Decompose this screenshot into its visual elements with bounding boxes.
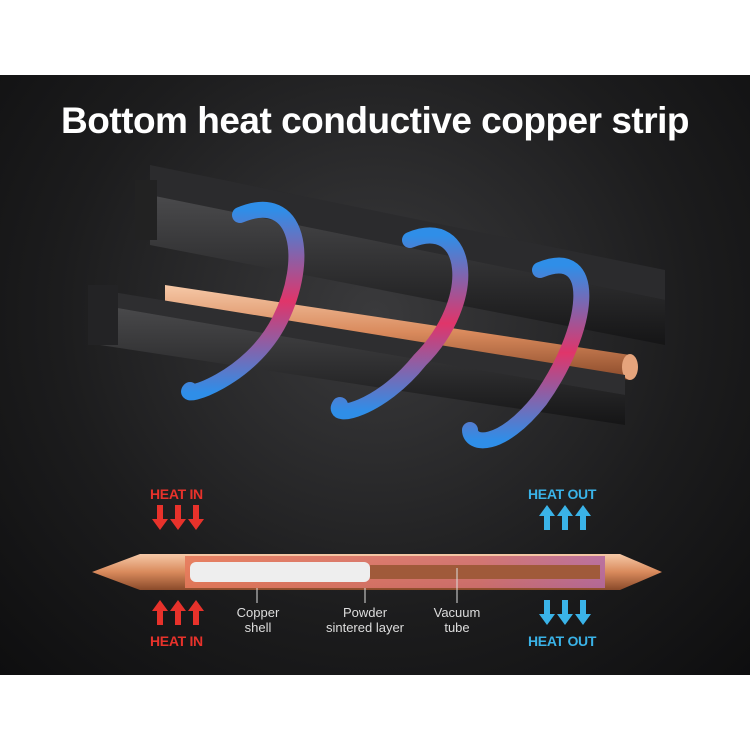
airflow-arrows bbox=[181, 201, 590, 449]
caption-line: Powder bbox=[342, 605, 388, 620]
heat-in-label-top: HEAT IN bbox=[150, 486, 203, 502]
vacuum-tube bbox=[370, 565, 600, 579]
caption-line: Copper bbox=[236, 605, 280, 620]
heat-out-arrows bbox=[539, 505, 591, 625]
caption-powder-layer: Powder sintered layer bbox=[315, 605, 415, 635]
caption-vacuum-tube: Vacuum tube bbox=[425, 605, 489, 635]
caption-copper-shell: Copper shell bbox=[232, 605, 284, 635]
caption-line: shell bbox=[244, 620, 272, 635]
heat-out-label-bottom: HEAT OUT bbox=[528, 633, 597, 649]
heat-in-label-bottom: HEAT IN bbox=[150, 633, 203, 649]
caption-line: Vacuum bbox=[433, 605, 481, 620]
caption-line: tube bbox=[444, 620, 470, 635]
caption-line: sintered layer bbox=[325, 620, 405, 635]
headline: Bottom heat conductive copper strip bbox=[60, 100, 690, 141]
heat-out-label-top: HEAT OUT bbox=[528, 486, 597, 502]
lower-heatsink bbox=[88, 285, 625, 425]
powder-sintered-layer bbox=[190, 562, 370, 582]
heat-in-arrows bbox=[152, 505, 204, 625]
heat-pipe-cross-section bbox=[92, 554, 662, 603]
